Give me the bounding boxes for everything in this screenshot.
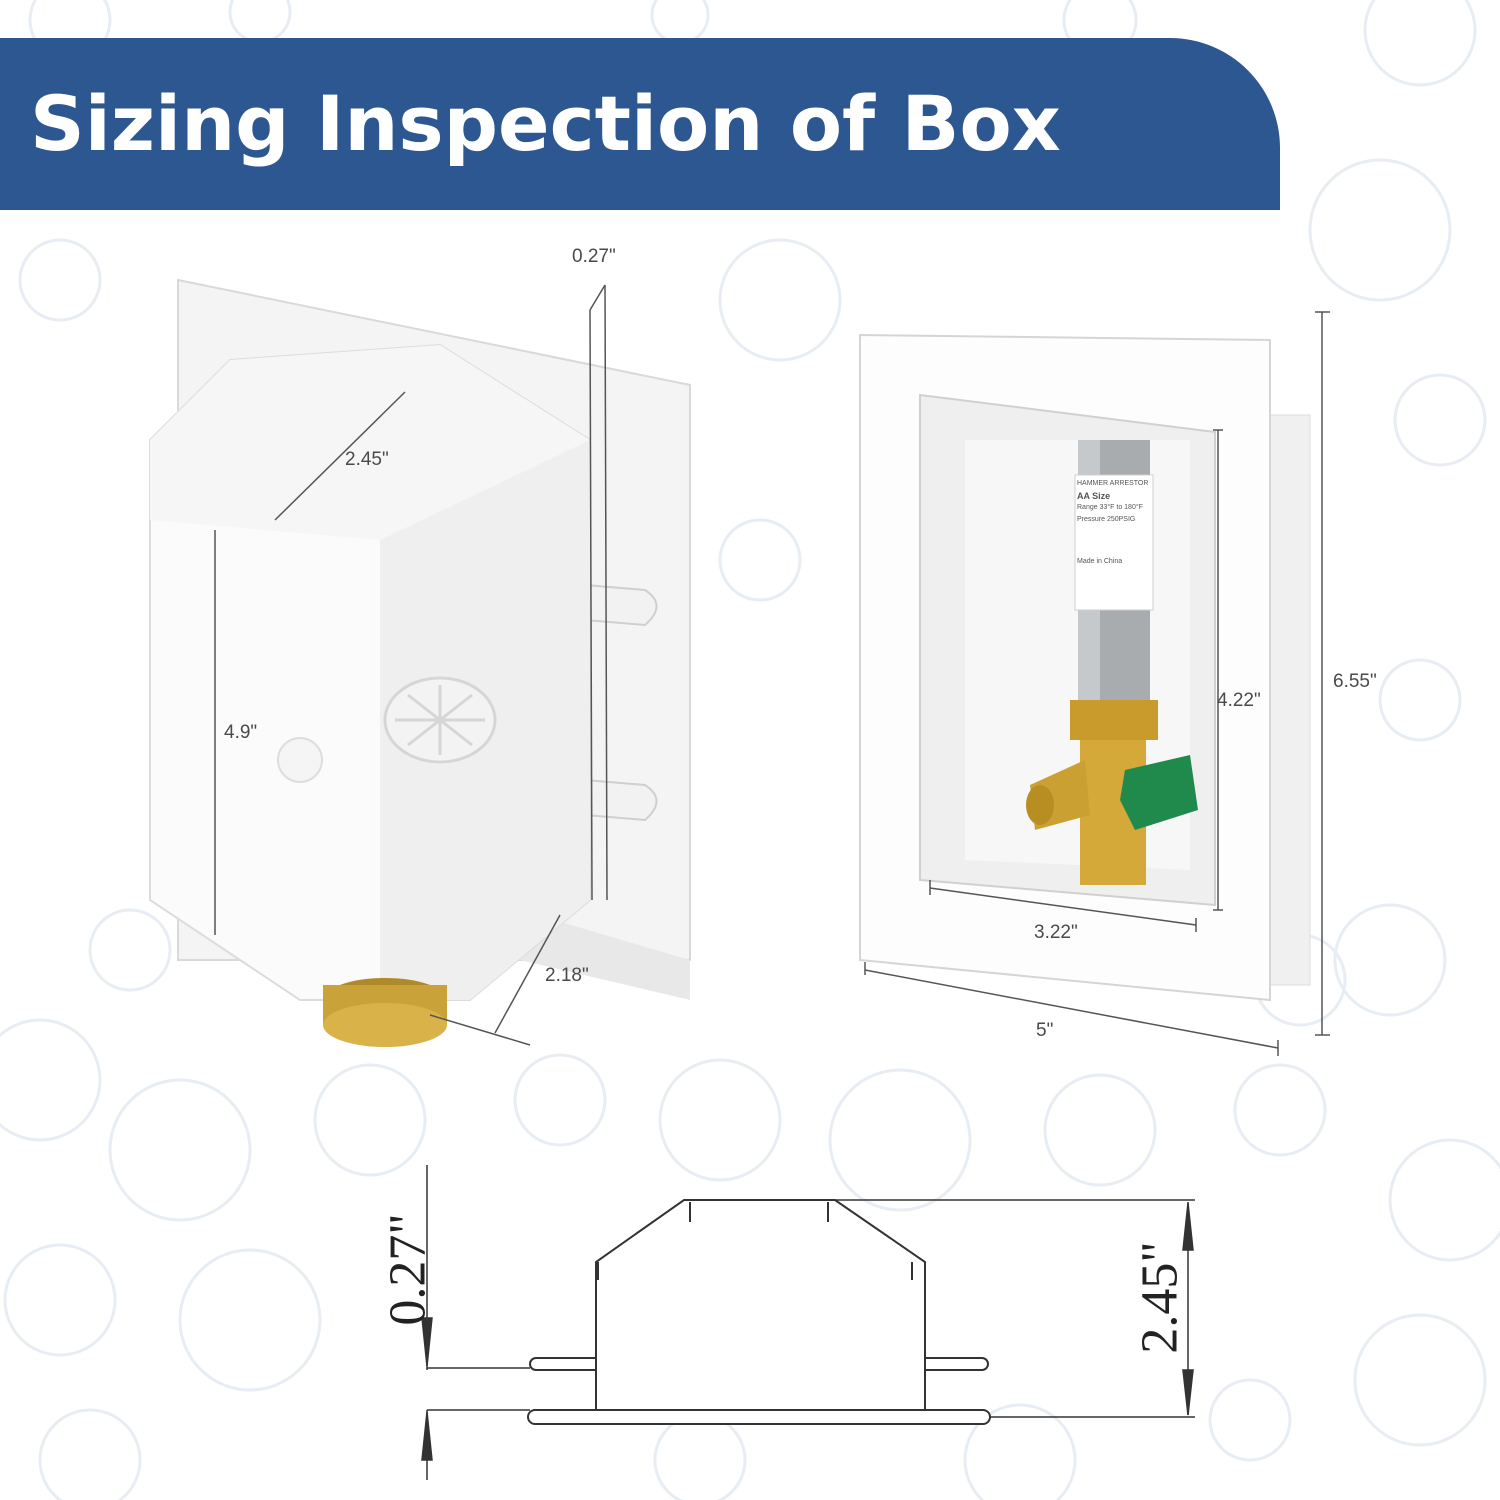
front-inner-height-dim: 4.22" xyxy=(1217,690,1261,711)
header-banner xyxy=(0,38,1280,210)
arrestor-label-line-2: AA Size xyxy=(1077,491,1111,501)
profile-flange-thickness-dim: 0.27" xyxy=(379,1213,437,1326)
arrestor-label-line-5: Made in China xyxy=(1077,558,1123,565)
arrestor-label-line-4: Pressure 250PSIG xyxy=(1077,516,1136,523)
arrestor-label: HAMMER ARRESTOR AA Size Range 33°F to 18… xyxy=(1077,478,1151,608)
side-flange-thickness-dim: 0.27" xyxy=(572,246,616,267)
side-height-dim: 4.9" xyxy=(224,722,258,743)
front-outer-height-dim: 6.55" xyxy=(1333,671,1377,692)
side-bottom-depth-dim: 2.18" xyxy=(545,965,589,986)
profile-depth-dim: 2.45" xyxy=(1131,1241,1189,1354)
arrestor-label-line-1: HAMMER ARRESTOR xyxy=(1077,480,1149,487)
side-top-depth-dim: 2.45" xyxy=(345,449,389,470)
arrestor-label-line-3: Range 33°F to 180°F xyxy=(1077,504,1143,511)
front-outer-width-dim: 5" xyxy=(1036,1020,1054,1041)
front-inner-width-dim: 3.22" xyxy=(1034,922,1078,943)
page-title: Sizing Inspection of Box xyxy=(30,79,1061,168)
vent-icon xyxy=(383,676,497,764)
